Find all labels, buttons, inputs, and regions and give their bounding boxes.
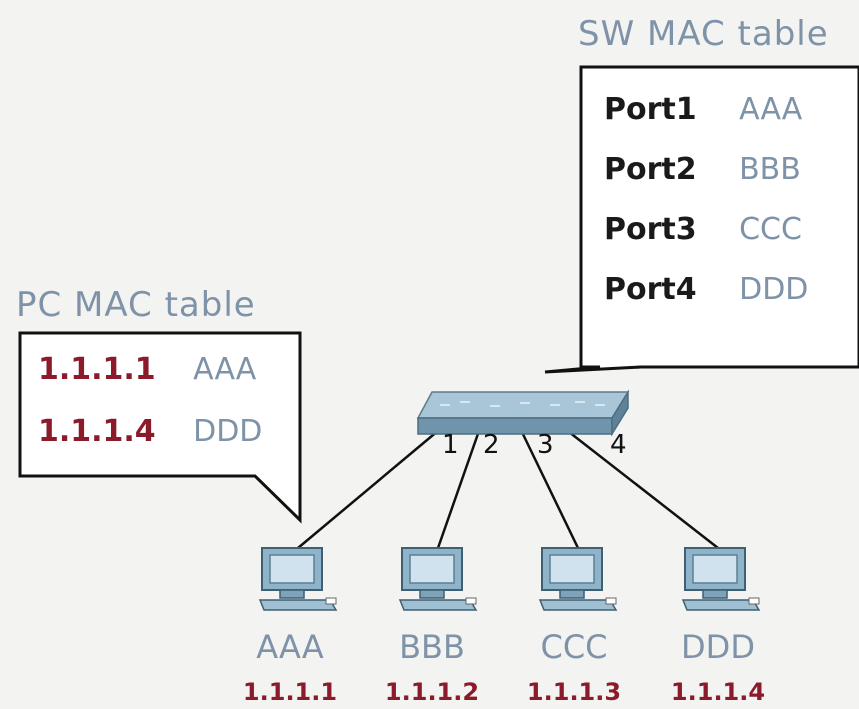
cable-port2 [436,427,482,549]
sw-port-label: Port3 [604,212,697,247]
pc-table-row: 1.1.1.1 AAA [38,352,262,414]
cable-port3 [518,427,580,549]
sw-port-label: Port4 [604,272,697,307]
port-number-1: 1 [442,430,459,460]
pc-icon-bbb [398,547,478,611]
pc-mac-value: DDD [193,414,263,449]
sw-mac-value: DDD [739,272,809,307]
sw-table-row: Port4 DDD [604,272,808,332]
sw-table-row: Port2 BBB [604,152,808,212]
sw-table: Port1 AAA Port2 BBB Port3 CCC Port4 DDD [604,92,808,332]
sw-port-label: Port1 [604,92,697,127]
sw-port-label: Port2 [604,152,697,187]
pc-mac-label-bbb: BBB [399,628,465,666]
pc-table: 1.1.1.1 AAA 1.1.1.4 DDD [38,352,262,476]
pc-ip-label-aaa: 1.1.1.1 [242,678,338,706]
port-number-4: 4 [610,430,627,460]
cable-port4 [559,424,719,549]
pc-mac-label-aaa: AAA [256,628,324,666]
pc-table-row: 1.1.1.4 DDD [38,414,262,476]
sw-callout-box [544,65,859,374]
sw-table-title: SW MAC table [578,14,829,54]
sw-mac-value: CCC [739,212,802,247]
pc-icon-ddd [681,547,761,611]
pc-ip-label-ddd: 1.1.1.4 [670,678,766,706]
port-number-2: 2 [483,430,500,460]
sw-table-row: Port1 AAA [604,92,808,152]
pc-mac-value: AAA [193,352,257,387]
pc-callout-box [18,331,302,524]
pc-icon-aaa [258,547,338,611]
pc-ip-value: 1.1.1.1 [38,352,156,387]
pc-ip-label-bbb: 1.1.1.2 [384,678,480,706]
pc-ip-value: 1.1.1.4 [38,414,156,449]
pc-ip-label-ccc: 1.1.1.3 [526,678,622,706]
pc-mac-label-ddd: DDD [681,628,755,666]
port-number-3: 3 [537,430,554,460]
sw-mac-value: AAA [739,92,803,127]
sw-mac-value: BBB [739,152,801,187]
cable-port1 [297,424,446,549]
pc-icon-ccc [538,547,618,611]
sw-table-row: Port3 CCC [604,212,808,272]
cables [297,424,719,549]
switch-device [416,389,630,437]
pc-table-title: PC MAC table [16,285,256,325]
pc-mac-label-ccc: CCC [540,628,608,666]
